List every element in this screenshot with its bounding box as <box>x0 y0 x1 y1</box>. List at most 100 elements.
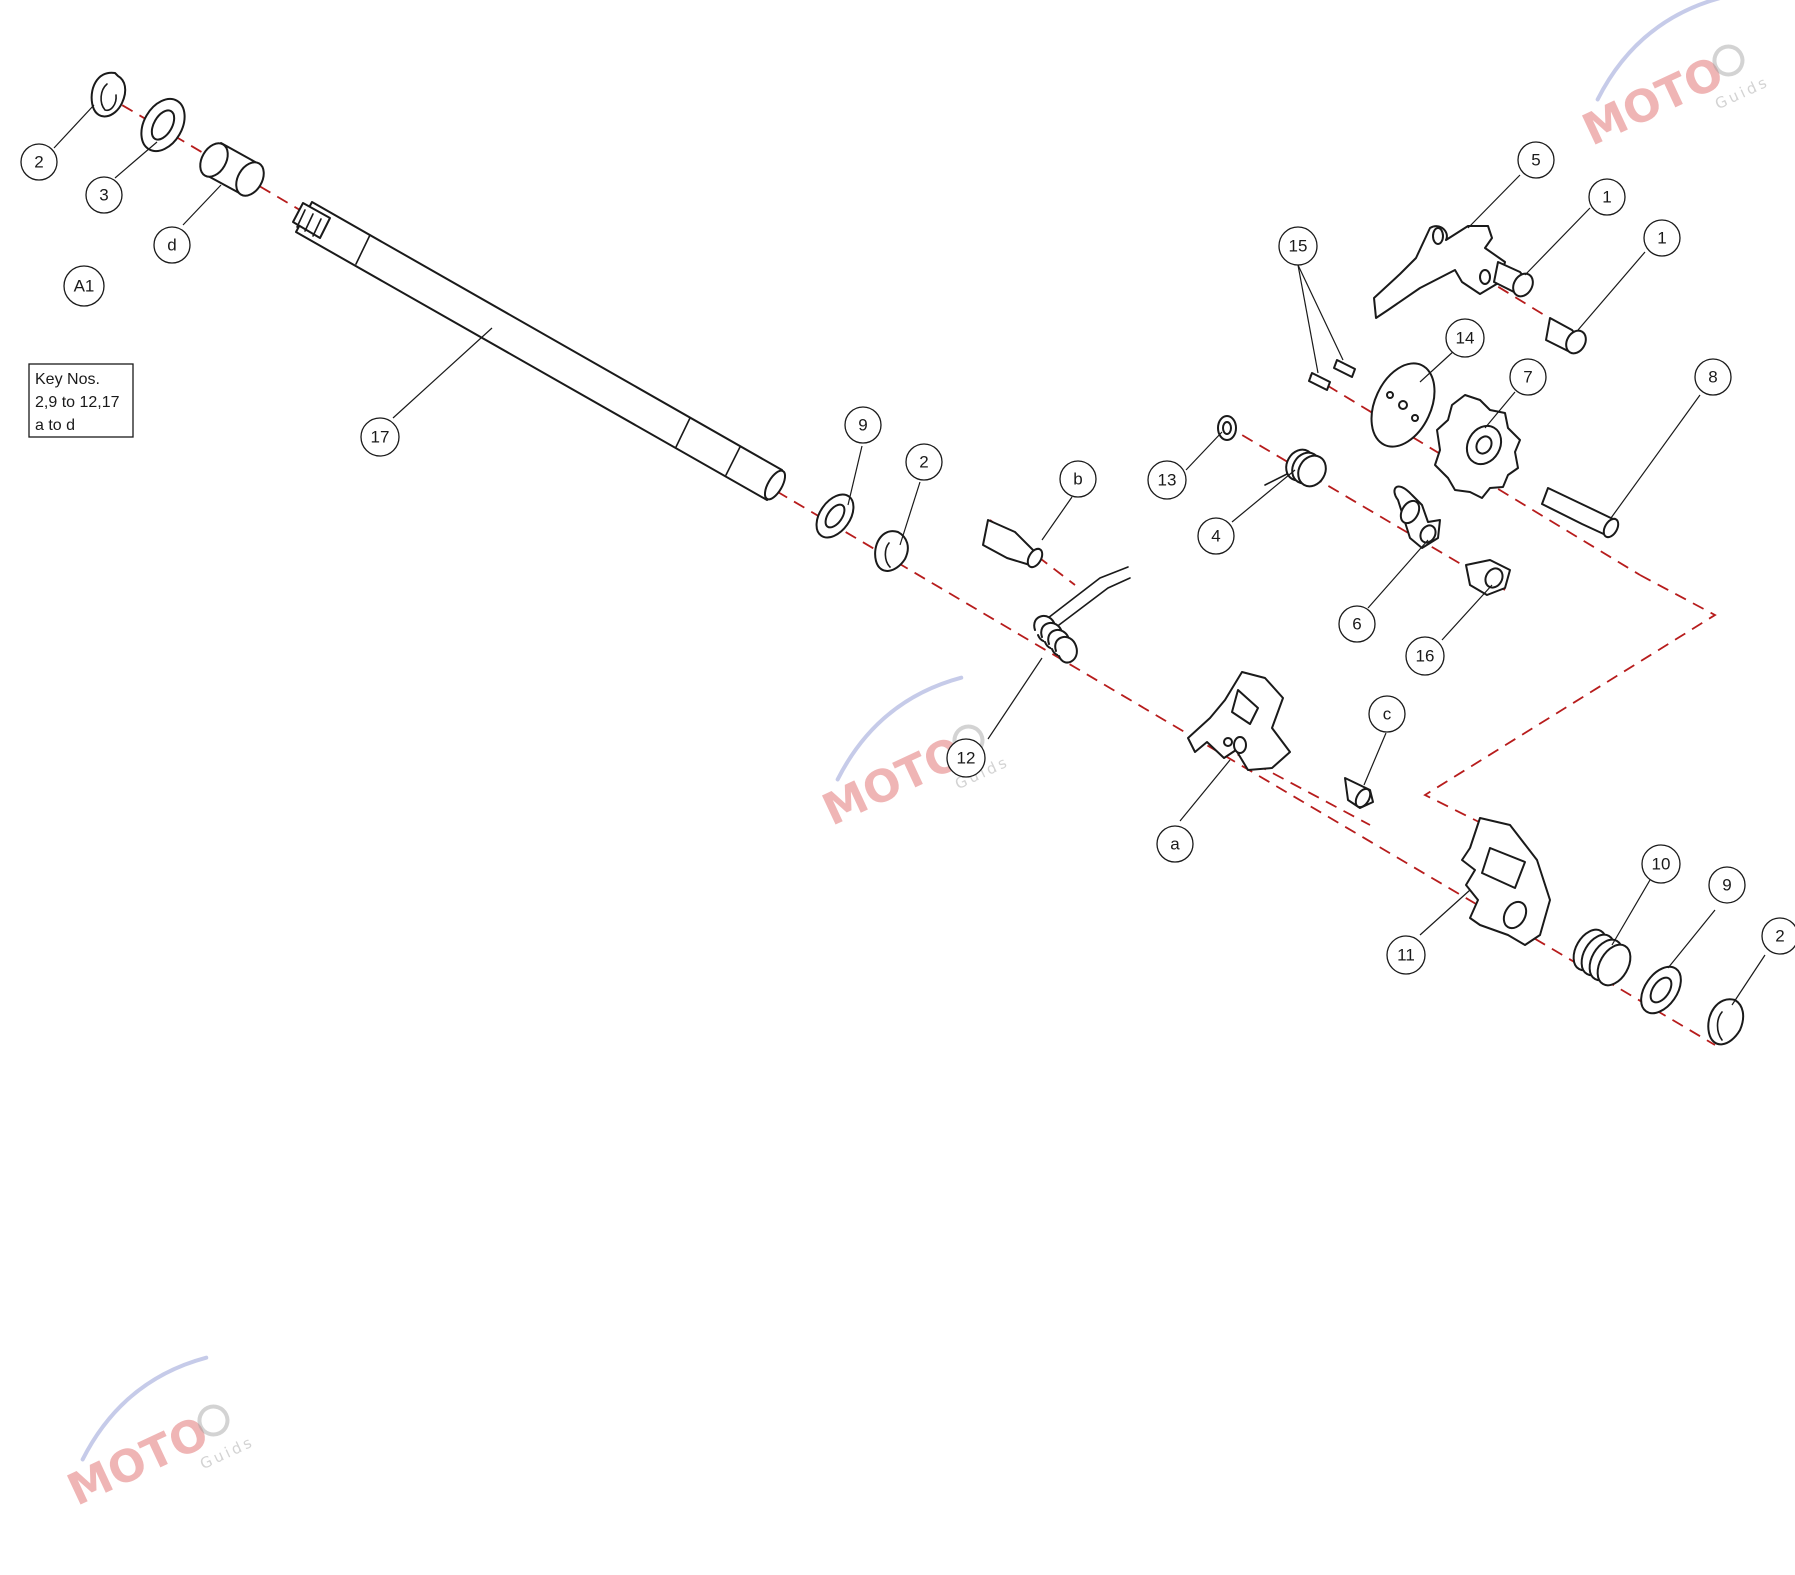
circlip-2-right <box>1707 998 1745 1046</box>
callout-2-middle: 2 <box>905 443 943 481</box>
callout-8: 8 <box>1694 358 1732 396</box>
callouts: 2 3 d 17 9 2 b 12 <box>20 141 1795 975</box>
callout-b: b <box>1059 460 1097 498</box>
washer-9-left <box>815 493 855 539</box>
callout-6: 6 <box>1338 605 1376 643</box>
axis-spring-4 <box>1224 424 1506 591</box>
svg-text:11: 11 <box>1397 946 1415 965</box>
circlip-13 <box>1217 415 1237 441</box>
washer-9-right <box>1640 965 1682 1015</box>
leader-d <box>182 184 222 226</box>
leader-9b <box>1667 909 1716 969</box>
callout-c: c <box>1368 695 1406 733</box>
leader-5 <box>1467 174 1521 229</box>
shaft-17 <box>292 201 787 501</box>
circlip-2-middle <box>874 530 909 572</box>
svg-text:A1: A1 <box>74 277 95 296</box>
key-note-box: Key Nos. 2,9 to 12,17 a to d <box>28 363 134 438</box>
leader-2a <box>53 104 95 149</box>
bolt-16 <box>1465 559 1511 596</box>
svg-text:4: 4 <box>1211 527 1220 546</box>
watermark-bottom-left: MOTO Guids <box>60 1355 257 1516</box>
svg-text:6: 6 <box>1352 615 1361 634</box>
svg-text:b: b <box>1073 470 1082 489</box>
watermark-brand: MOTO <box>815 727 971 836</box>
lever-5 <box>1373 225 1506 319</box>
bolt-1-lower <box>1545 317 1587 355</box>
svg-text:5: 5 <box>1531 151 1540 170</box>
leader-3 <box>114 141 158 179</box>
callout-1-lower: 1 <box>1643 219 1681 257</box>
pin-b <box>982 519 1044 569</box>
leader-14 <box>1419 349 1456 383</box>
svg-text:9: 9 <box>858 416 867 435</box>
svg-text:d: d <box>167 236 176 255</box>
callout-15: 15 <box>1278 226 1318 266</box>
svg-text:15: 15 <box>1289 237 1308 256</box>
svg-text:1: 1 <box>1602 188 1611 207</box>
callout-1-upper: 1 <box>1588 178 1626 216</box>
callout-2-right: 2 <box>1761 917 1795 955</box>
callout-4: 4 <box>1197 517 1235 555</box>
leader-9a <box>847 445 863 506</box>
leader-lines <box>53 104 1766 1006</box>
leader-c <box>1363 732 1387 786</box>
stud-c <box>1344 777 1374 809</box>
svg-text:2: 2 <box>919 453 928 472</box>
spring-12 <box>1033 566 1131 664</box>
leader-8 <box>1610 394 1701 519</box>
leader-a <box>1179 759 1231 822</box>
watermark-brand: MOTO <box>1575 47 1731 156</box>
svg-text:2: 2 <box>1775 927 1784 946</box>
svg-text:a: a <box>1170 835 1180 854</box>
svg-text:12: 12 <box>957 749 976 768</box>
watermark-brand: MOTO <box>60 1407 216 1516</box>
svg-text:8: 8 <box>1708 368 1717 387</box>
callout-14: 14 <box>1445 318 1485 358</box>
callout-2-top-left: 2 <box>20 143 58 181</box>
callout-12: 12 <box>946 738 986 778</box>
leader-7 <box>1484 391 1516 429</box>
leader-1b <box>1577 251 1646 331</box>
svg-text:3: 3 <box>99 186 108 205</box>
svg-text:2: 2 <box>34 153 43 172</box>
callout-9-right: 9 <box>1708 866 1746 904</box>
leader-1a <box>1524 207 1591 276</box>
svg-text:c: c <box>1383 705 1392 724</box>
callout-3: 3 <box>85 176 123 214</box>
leader-17 <box>392 327 493 419</box>
callout-13: 13 <box>1147 460 1187 500</box>
plate-a <box>1187 671 1291 771</box>
callout-9-left: 9 <box>844 406 882 444</box>
key-note-line-3: a to d <box>35 417 75 434</box>
plate-11 <box>1461 817 1551 946</box>
star-wheel-7 <box>1434 394 1521 499</box>
pins-15 <box>1308 359 1356 391</box>
callout-10: 10 <box>1641 844 1681 884</box>
callout-7: 7 <box>1509 358 1547 396</box>
callout-a: a <box>1156 825 1194 863</box>
leader-12 <box>987 657 1043 740</box>
callout-5: 5 <box>1517 141 1555 179</box>
leader-4 <box>1231 469 1296 523</box>
circlip-2-top-left <box>90 71 127 118</box>
svg-text:9: 9 <box>1722 876 1731 895</box>
key-note-line-2: 2,9 to 12,17 <box>35 394 120 411</box>
leader-6 <box>1367 539 1429 609</box>
leader-2c <box>1731 954 1766 1006</box>
reference-label-a1: A1 <box>63 265 105 307</box>
svg-text:17: 17 <box>371 428 390 447</box>
svg-text:1: 1 <box>1657 229 1666 248</box>
leader-13 <box>1185 431 1223 471</box>
svg-text:14: 14 <box>1456 329 1475 348</box>
bracket-6 <box>1393 485 1441 549</box>
spring-4 <box>1264 448 1327 488</box>
leader-10 <box>1611 879 1651 946</box>
bolt-1-upper <box>1493 261 1534 298</box>
svg-text:7: 7 <box>1523 368 1532 387</box>
svg-text:16: 16 <box>1416 647 1435 666</box>
leader-b <box>1041 496 1073 541</box>
callout-17: 17 <box>360 417 400 457</box>
spring-10 <box>1572 928 1632 987</box>
